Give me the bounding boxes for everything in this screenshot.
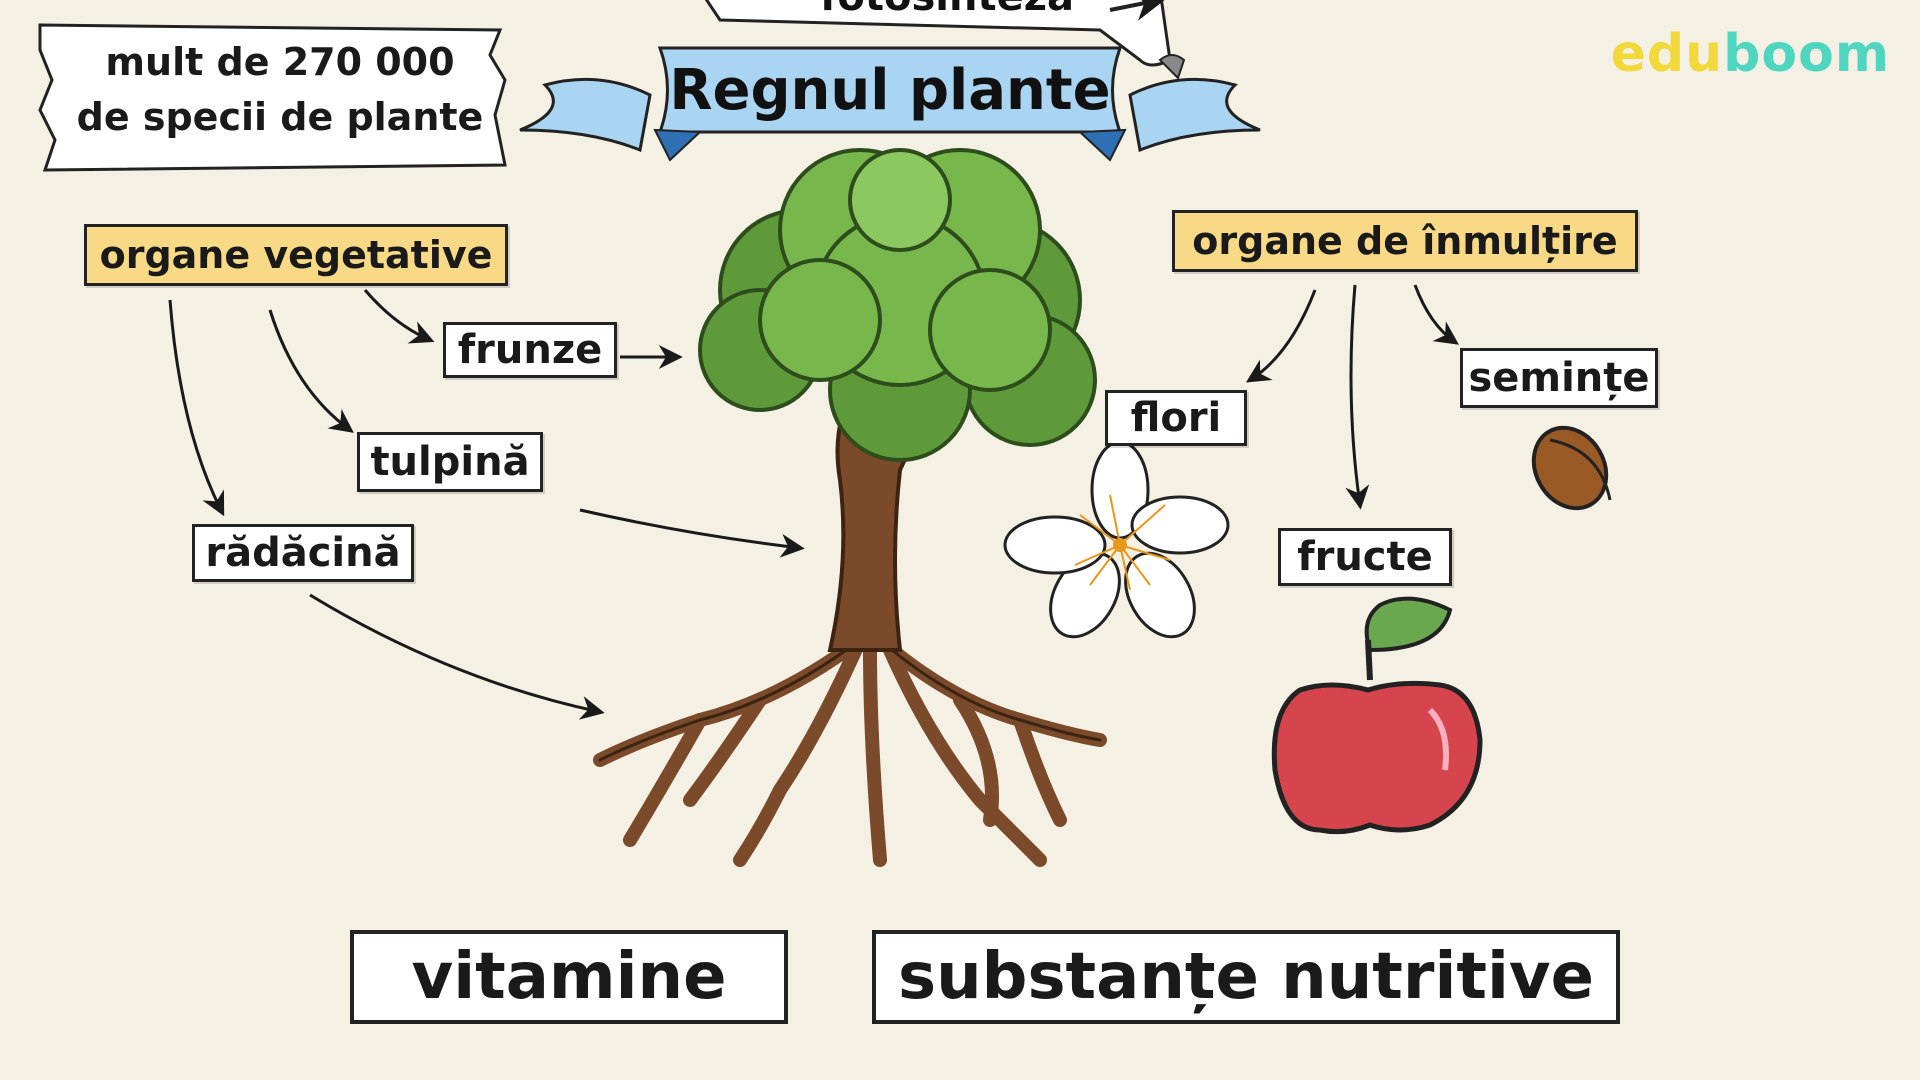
species-note-line2: de specii de plante [76,95,484,140]
apple-illustration [1271,596,1483,835]
label-flowers: flori [1105,390,1247,446]
species-note: mult de 270 000 de specii de plante [70,35,490,145]
label-fruits: fructe [1278,528,1452,586]
connector-arrows [168,284,1459,720]
label-leaves: frunze [443,322,617,378]
eduboom-logo: eduboom [1610,24,1890,84]
photosynthesis-scroll [704,0,1186,80]
flower-illustration [1003,440,1230,639]
reproductive-organs-label: organe de înmulțire [1172,210,1638,272]
tree-root-outline [598,638,1102,762]
vitamins-box: vitamine [350,930,788,1024]
tree-roots [593,633,1107,867]
label-seeds: semințe [1460,348,1658,408]
species-note-paper [38,23,507,172]
species-note-line1: mult de 270 000 [105,40,455,84]
page-title: Regnul plante [669,57,1111,123]
title-banner [519,46,1261,162]
label-root: rădăcină [192,524,414,582]
photosynthesis-label: fotosinteză [820,0,1074,20]
tree-crown [698,148,1097,462]
label-stem: tulpină [357,432,543,492]
vegetative-organs-label: organe vegetative [84,224,508,286]
seed-illustration [1531,425,1612,511]
nutrients-box: substanțe nutritive [872,930,1620,1024]
